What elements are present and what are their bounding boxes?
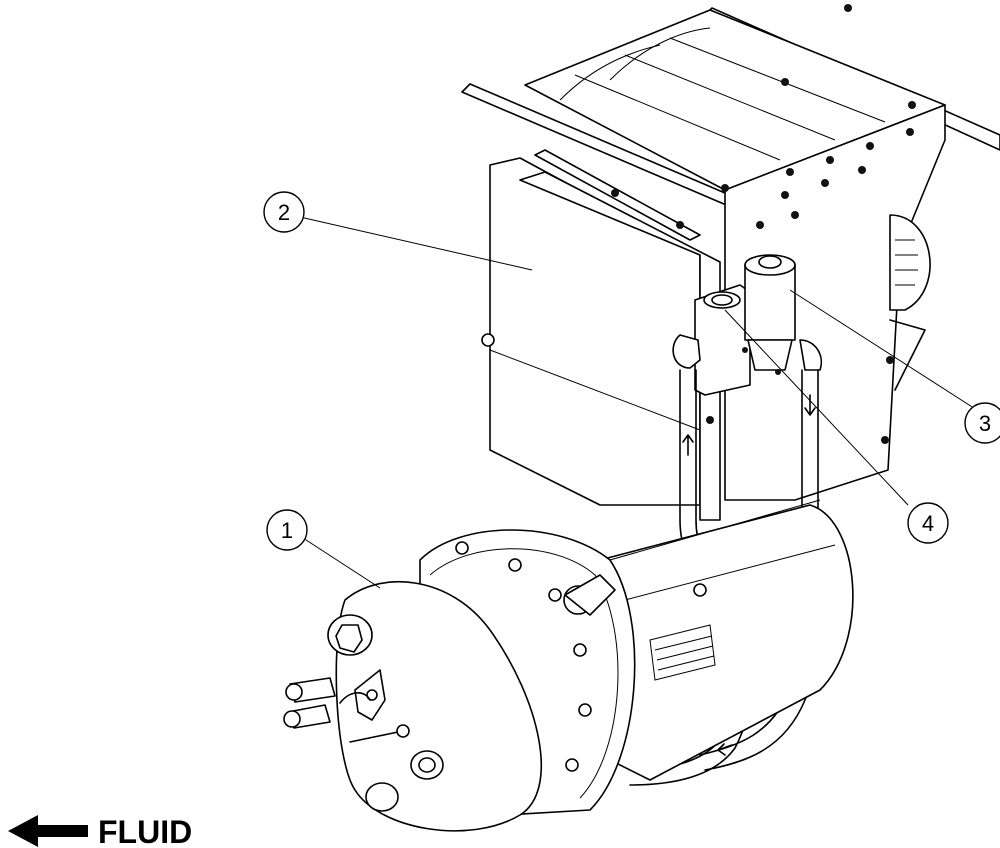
callout-number-1: 1: [281, 518, 293, 543]
leader-line-4: [724, 309, 909, 506]
legend-label: FLUID: [98, 814, 192, 848]
oil-filter: [744, 254, 822, 375]
callout-number-2: 2: [278, 200, 290, 225]
motor: [599, 499, 854, 781]
callout-circle-1: [266, 509, 308, 551]
callout-2: 2: [263, 191, 305, 233]
leader-line-3: [789, 289, 981, 413]
arrow-left-icon: [8, 815, 88, 847]
callout-4: 4: [907, 502, 949, 544]
compressor: [283, 529, 636, 832]
heat-exchanger: [481, 149, 721, 521]
callout-3: 3: [964, 402, 1000, 444]
fluid-legend: FLUID: [8, 814, 192, 848]
callout-1: 1: [266, 509, 308, 551]
callout-number-4: 4: [922, 511, 934, 536]
callout-circle-4: [907, 502, 949, 544]
cooler-housing: [461, 4, 1000, 501]
callout-circle-2: [263, 191, 305, 233]
callout-circle-3: [964, 402, 1000, 444]
callout-leaders: [299, 216, 981, 589]
valve-block: [672, 284, 751, 424]
callout-number-3: 3: [979, 411, 991, 436]
leader-line-1: [302, 537, 381, 589]
leader-line-2: [299, 216, 533, 271]
